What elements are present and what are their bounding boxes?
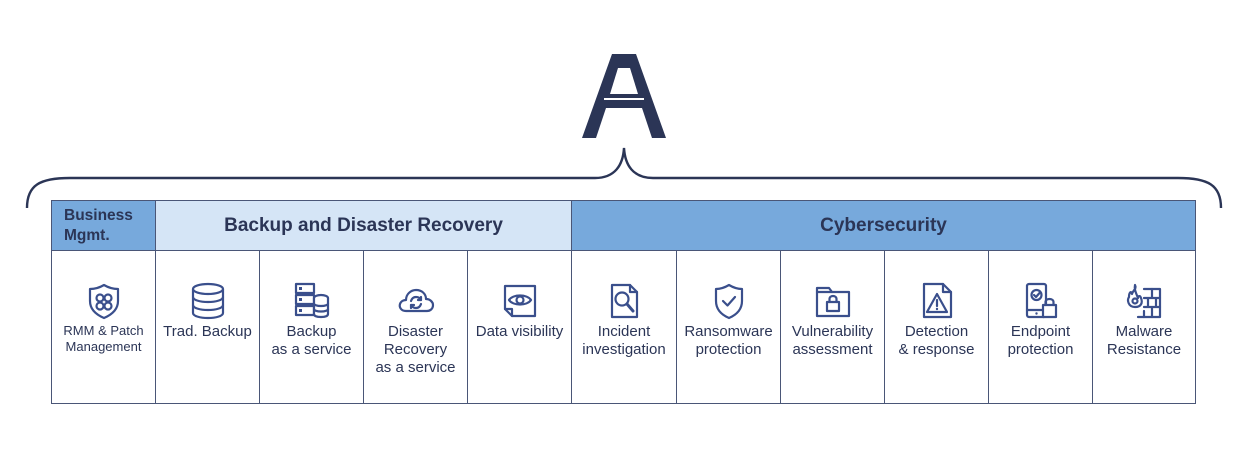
product-backup-as-a-service: Backup as a service — [260, 251, 364, 403]
product-endpoint-protection: Endpoint protection — [989, 251, 1093, 403]
shield-check-icon — [714, 283, 743, 320]
product-label: Backup as a service — [271, 323, 352, 358]
fire-wall-icon — [1127, 283, 1162, 319]
product-detection-response: Detection & response — [885, 251, 989, 403]
product-label: Trad. Backup — [163, 323, 252, 340]
server-database-icon — [294, 282, 329, 319]
product-disaster-recovery-as-a-service: Disaster Recovery as a service — [364, 251, 468, 403]
product-incident-investigation: Incident investigation — [572, 251, 677, 403]
product-label: Vulnerability assessment — [791, 323, 874, 358]
group-label: Cybersecurity — [820, 214, 947, 236]
product-label: Data visibility — [475, 323, 564, 340]
group-label: Backup and Disaster Recovery — [224, 214, 503, 236]
group-label: Business Mgmt. — [64, 206, 133, 244]
product-trad-backup: Trad. Backup — [156, 251, 260, 403]
product-label: Endpoint protection — [1007, 323, 1074, 358]
product-matrix: Business Mgmt. Backup and Disaster Recov… — [51, 200, 1196, 404]
product-label: Ransomware protection — [684, 323, 773, 358]
document-eye-icon — [503, 284, 536, 318]
product-label: RMM & Patch Management — [63, 323, 144, 354]
cloud-sync-icon — [398, 288, 434, 313]
group-header-backup-dr: Backup and Disaster Recovery — [156, 201, 572, 251]
mobile-lock-icon — [1025, 282, 1057, 319]
product-ransomware-protection: Ransomware protection — [677, 251, 781, 403]
group-header-cybersecurity: Cybersecurity — [572, 201, 1195, 251]
document-search-icon — [610, 283, 639, 319]
product-cells: RMM & Patch Management Trad. Backup Back — [52, 251, 1195, 403]
product-label: Disaster Recovery as a service — [375, 323, 456, 376]
product-label: Detection & response — [898, 323, 975, 358]
document-warning-icon — [922, 282, 952, 319]
product-vulnerability-assessment: Vulnerability assessment — [781, 251, 885, 403]
database-icon — [191, 282, 224, 320]
product-malware-resistance: Malware Resistance — [1093, 251, 1195, 403]
product-data-visibility: Data visibility — [468, 251, 572, 403]
folder-lock-icon — [815, 286, 850, 318]
product-rmm-patch: RMM & Patch Management — [52, 251, 156, 403]
product-label: Malware Resistance — [1106, 323, 1182, 358]
product-label: Incident investigation — [582, 323, 666, 358]
acronis-logo-icon — [582, 54, 666, 138]
group-header-business-mgmt: Business Mgmt. — [52, 201, 156, 251]
grouping-brace — [25, 147, 1223, 209]
shield-patch-icon — [88, 283, 119, 320]
